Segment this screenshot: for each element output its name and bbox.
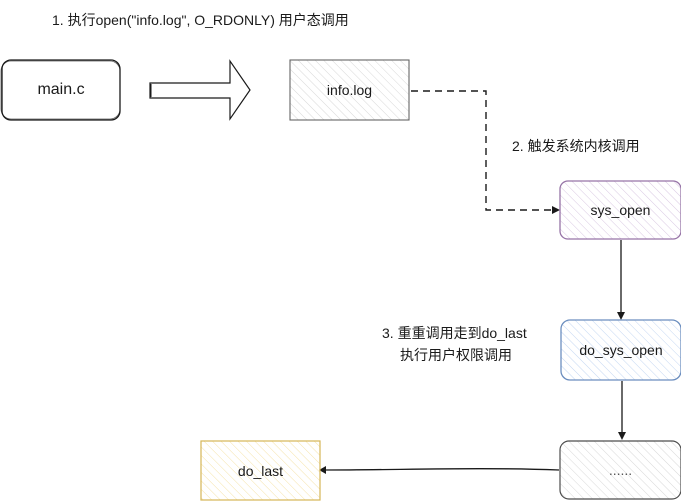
node-do-sys-open[interactable] [560, 319, 681, 381]
edge-sys-open-to-do-sys-open [617, 240, 625, 320]
node-main[interactable] [0, 59, 121, 121]
node-do-last[interactable] [200, 440, 321, 501]
node-info-log-label: info.log [326, 82, 373, 98]
edge-ellipsis-to-do-last [319, 466, 560, 474]
annotation-step1: 1. 执行open("info.log", O_RDONLY) 用户态调用 [52, 12, 349, 28]
node-ellipsis-label: ...... [608, 462, 633, 478]
node-sys-open[interactable] [559, 180, 681, 240]
annotation-step2: 2. 触发系统内核调用 [512, 138, 640, 154]
annotation-step3-line2: 执行用户权限调用 [400, 347, 512, 363]
node-main-label: main.c [37, 81, 85, 98]
node-do-sys-open-label: do_sys_open [579, 342, 663, 358]
edge-main-to-info-log [149, 59, 251, 121]
edge-do-sys-open-to-ellipsis [618, 381, 626, 440]
annotation-step3-line1: 3. 重重调用走到do_last [382, 325, 527, 341]
node-sys-open-label: sys_open [590, 202, 651, 218]
node-info-log[interactable] [289, 59, 410, 121]
node-do-last-label: do_last [237, 462, 284, 479]
node-ellipsis[interactable] [559, 440, 681, 500]
edge-info-log-to-sys-open [411, 90, 560, 214]
